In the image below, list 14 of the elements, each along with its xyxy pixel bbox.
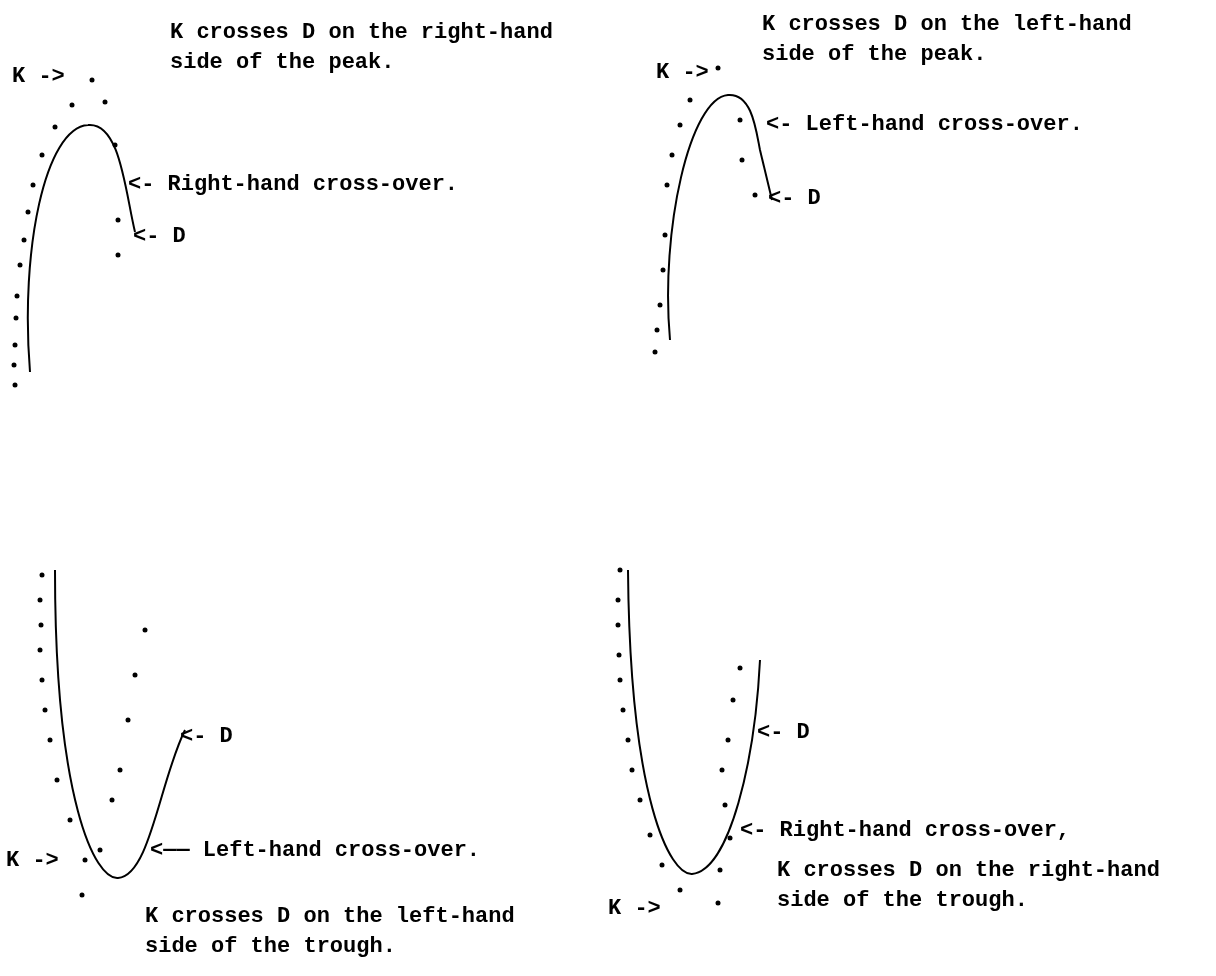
crossover-label: <- Right-hand cross-over. <box>128 171 459 199</box>
caption-text: K crosses D on the right-hand side of the peak. <box>170 19 554 77</box>
crossover-label: <- Right-hand cross-over, <box>740 817 1071 845</box>
line-label: K -> <box>656 59 709 87</box>
caption-text: K crosses D on the left-hand side of the peak. <box>762 11 1133 69</box>
line-label: <- D <box>133 223 186 251</box>
crossover-label: <- Left-hand cross-over. <box>766 111 1083 139</box>
caption-text: K crosses D on the right-hand side of the trough. <box>777 857 1161 915</box>
caption-text: K crosses D on the left-hand side of the trough. <box>145 903 516 961</box>
line-label: K -> <box>6 847 59 875</box>
line-label: K -> <box>12 63 65 91</box>
crossover-label: <—— Left-hand cross-over. <box>150 837 481 865</box>
line-label: <- D <box>757 719 810 747</box>
line-label: K -> <box>608 895 661 923</box>
